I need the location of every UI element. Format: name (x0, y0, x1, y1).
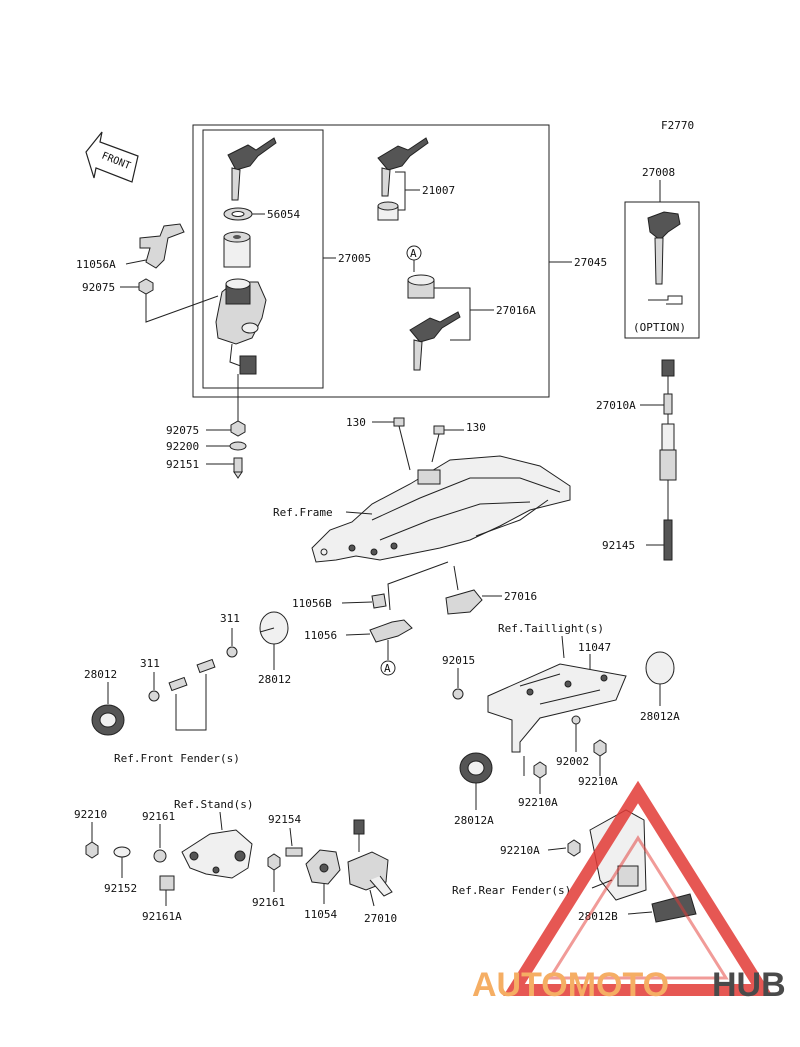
label-21007: 21007 (422, 184, 455, 197)
label-27016A: 27016A (496, 304, 536, 317)
key-icon (647, 211, 681, 285)
label-27008: 27008 (642, 166, 675, 179)
collar-92161 (153, 849, 167, 863)
label-92210A-bottom: 92210A (500, 844, 540, 857)
nut-92210A-bottom (567, 839, 581, 857)
label-92210: 92210 (74, 808, 107, 821)
bolt-92154 (285, 847, 303, 857)
option-key-box (624, 201, 700, 339)
label-92161-top: 92161 (142, 810, 175, 823)
label-11054: 11054 (304, 908, 337, 921)
ref-front-fender-label: Ref.Front Fender(s) (114, 752, 240, 765)
circle-a-label: A (410, 247, 417, 260)
label-92200: 92200 (166, 440, 199, 453)
ref-frame-label: Ref.Frame (273, 506, 333, 519)
front-arrow-icon: FRONT (85, 131, 139, 183)
side-stand-switch-27010 (347, 819, 393, 897)
label-92075-top: 92075 (82, 281, 115, 294)
collar-92161A (159, 875, 175, 891)
ignition-switch (215, 278, 267, 375)
washer-92200 (229, 441, 247, 451)
label-27010A: 27010A (596, 399, 636, 412)
ref-taillight-label: Ref.Taillight(s) (498, 622, 604, 635)
ref-rear-fender-label: Ref.Rear Fender(s) (452, 884, 571, 897)
key-icon (409, 311, 461, 371)
label-11056A: 11056A (76, 258, 116, 271)
label-56054: 56054 (267, 208, 300, 221)
label-92145: 92145 (602, 539, 635, 552)
nut-311-top (226, 646, 238, 658)
label-130-right: 130 (466, 421, 486, 434)
grommet-28012A-left (459, 752, 493, 784)
label-311-left: 311 (140, 657, 160, 670)
label-28012A-left: 28012A (454, 814, 494, 827)
label-11056B: 11056B (292, 597, 332, 610)
option-label: (OPTION) (633, 321, 686, 334)
nut-92210A-right (593, 739, 607, 757)
nut-92161 (267, 853, 281, 871)
label-92210A-right: 92210A (578, 775, 618, 788)
label-92152: 92152 (104, 882, 137, 895)
label-92154: 92154 (268, 813, 301, 826)
label-11047: 11047 (578, 641, 611, 654)
stand-bracket (181, 829, 253, 879)
lock-cylinder (223, 231, 251, 268)
label-92015: 92015 (442, 654, 475, 667)
nut-92210 (85, 841, 99, 859)
nut-92075-bottom (230, 420, 246, 437)
nut-311-left (148, 690, 160, 702)
label-92161-bottom: 92161 (252, 896, 285, 909)
grommet-28012-left (91, 704, 125, 736)
label-28012B: 28012B (578, 910, 618, 923)
assembly-box-27005 (202, 129, 324, 389)
stand-plate-11054 (305, 849, 341, 885)
seat-lock-27016 (445, 589, 483, 615)
bracket-11056 (369, 619, 413, 643)
circle-a-lower-label: A (384, 662, 391, 675)
label-92075-bottom: 92075 (166, 424, 199, 437)
reference-circle-a-lower (380, 660, 396, 676)
label-92151: 92151 (166, 458, 199, 471)
label-28012-right: 28012 (258, 673, 291, 686)
nut-92075 (138, 278, 154, 295)
assembly-box-27045 (192, 124, 550, 398)
bolt-130-left (393, 417, 411, 471)
label-311-top: 311 (220, 612, 240, 625)
label-130-left: 130 (346, 416, 366, 429)
label-27045: 27045 (574, 256, 607, 269)
figure-code: F2770 (661, 119, 694, 132)
label-28012-left: 28012 (84, 668, 117, 681)
bracket-11056B (371, 593, 387, 609)
screw-92002 (571, 715, 581, 725)
label-27005: 27005 (338, 252, 371, 265)
label-11056: 11056 (304, 629, 337, 642)
grommet-28012-right (259, 611, 289, 645)
license-bracket-11047 (487, 663, 627, 753)
ref-stand-label: Ref.Stand(s) (174, 798, 253, 811)
label-27016: 27016 (504, 590, 537, 603)
wire-harness-27010A (659, 359, 677, 561)
screw-front (168, 658, 216, 692)
bracket-11056A (139, 223, 185, 269)
key-icon (377, 137, 429, 197)
bolt-130-right (431, 425, 445, 463)
rear-frame (311, 455, 571, 563)
seat-lock (407, 274, 435, 299)
watermark-text-hub: HUB (712, 966, 786, 1004)
key-cap (377, 201, 399, 221)
grommet-28012A-right (645, 651, 675, 685)
watermark-logo: AUTOMOTO HUB (472, 780, 786, 1004)
nut-92015 (452, 688, 464, 700)
bolt-92151 (233, 457, 243, 479)
watermark-text-automoto: AUTOMOTO (472, 966, 669, 1004)
label-92210A-mid: 92210A (518, 796, 558, 809)
label-92161A: 92161A (142, 910, 182, 923)
nut-92210A-mid (533, 761, 547, 779)
washer-92152 (113, 846, 131, 858)
label-27010: 27010 (364, 912, 397, 925)
label-28012A-right: 28012A (640, 710, 680, 723)
label-92002: 92002 (556, 755, 589, 768)
key-icon (227, 137, 277, 201)
